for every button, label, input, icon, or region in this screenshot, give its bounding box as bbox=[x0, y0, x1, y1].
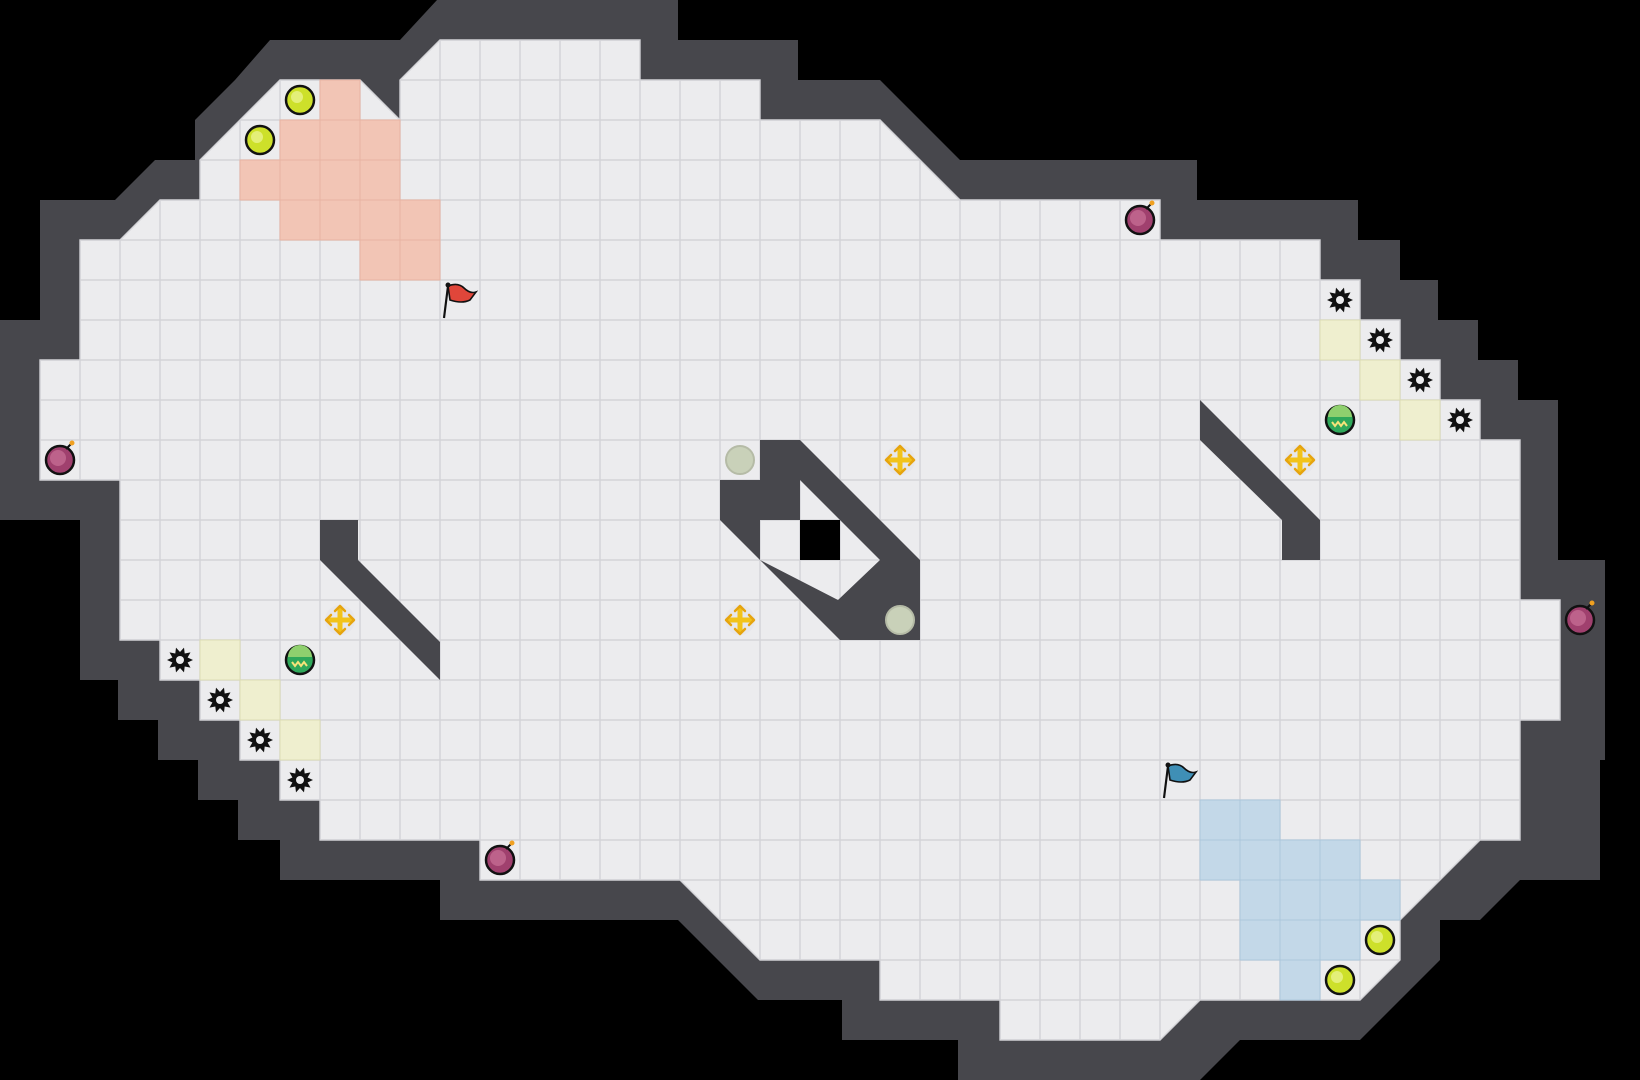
team-flags bbox=[442, 282, 1199, 799]
blue-base-tile bbox=[1319, 879, 1361, 921]
red-base-tile bbox=[279, 199, 321, 241]
red-base-tile bbox=[319, 119, 361, 161]
blue-base-tile bbox=[1279, 959, 1321, 1001]
red-base-tile bbox=[359, 159, 401, 201]
blue-base-tile bbox=[1279, 879, 1321, 921]
spike-icon bbox=[287, 767, 313, 793]
bomb-icon bbox=[1564, 600, 1596, 636]
lime-orb-icon bbox=[1324, 964, 1356, 996]
blue-base-tile bbox=[1359, 879, 1401, 921]
blue-base-tile bbox=[1319, 919, 1361, 961]
blue-base-tile bbox=[1199, 799, 1241, 841]
void-tile bbox=[800, 520, 840, 560]
lime-orb-icon bbox=[244, 124, 276, 156]
spike-icon bbox=[1327, 287, 1353, 313]
bomb-icon bbox=[484, 840, 516, 876]
yellow-pad-tile bbox=[199, 639, 241, 681]
button-disc-icon bbox=[725, 445, 755, 475]
yellow-pad-tile bbox=[1399, 399, 1441, 441]
yellow-pad-tile bbox=[1359, 359, 1401, 401]
portal-icon bbox=[284, 644, 316, 676]
yellow-pad-tile bbox=[279, 719, 321, 761]
red-base-tile bbox=[319, 159, 361, 201]
base-zones bbox=[239, 79, 1401, 1001]
diagonal-wall-right bbox=[1200, 400, 1320, 560]
lime-orb-icon bbox=[284, 84, 316, 116]
yellow-pad-tile bbox=[239, 679, 281, 721]
red-base-tile bbox=[399, 239, 441, 281]
blue-base-tile bbox=[1319, 839, 1361, 881]
blue-base-tile bbox=[1239, 879, 1281, 921]
red-base-tile bbox=[319, 199, 361, 241]
spike-icon bbox=[1367, 327, 1393, 353]
red-flag-icon bbox=[442, 282, 479, 319]
spike-icon bbox=[247, 727, 273, 753]
boost-cross-icon bbox=[724, 604, 756, 636]
blue-base-tile bbox=[1199, 839, 1241, 881]
red-base-tile bbox=[319, 79, 361, 121]
red-base-tile bbox=[279, 159, 321, 201]
lime-orb-icon bbox=[1364, 924, 1396, 956]
red-base-tile bbox=[359, 199, 401, 241]
portal-icon bbox=[1324, 404, 1356, 436]
spike-icon bbox=[1447, 407, 1473, 433]
bomb-icon bbox=[44, 440, 76, 476]
yellow-pad-tile bbox=[1319, 319, 1361, 361]
boost-cross-icon bbox=[1284, 444, 1316, 476]
spike-icon bbox=[167, 647, 193, 673]
blue-base-tile bbox=[1279, 919, 1321, 961]
red-base-tile bbox=[279, 119, 321, 161]
bomb-icon bbox=[1124, 200, 1156, 236]
blue-flag-icon bbox=[1162, 762, 1199, 799]
red-base-tile bbox=[359, 119, 401, 161]
boost-cross-icon bbox=[884, 444, 916, 476]
yellow-pads bbox=[199, 319, 1441, 761]
blue-base-tile bbox=[1239, 839, 1281, 881]
diagonal-wall-left bbox=[320, 520, 440, 680]
red-base-tile bbox=[399, 199, 441, 241]
inner-walls bbox=[320, 400, 1320, 680]
red-base-tile bbox=[239, 159, 281, 201]
red-base-tile bbox=[359, 239, 401, 281]
boost-cross-icon bbox=[324, 604, 356, 636]
central-wall-island bbox=[720, 440, 920, 640]
void-holes bbox=[800, 520, 840, 560]
map-items bbox=[44, 84, 1596, 996]
blue-base-tile bbox=[1279, 839, 1321, 881]
blue-base-tile bbox=[1239, 799, 1281, 841]
blue-base-tile bbox=[1239, 919, 1281, 961]
spike-icon bbox=[1407, 367, 1433, 393]
button-disc-icon bbox=[885, 605, 915, 635]
spike-icon bbox=[207, 687, 233, 713]
